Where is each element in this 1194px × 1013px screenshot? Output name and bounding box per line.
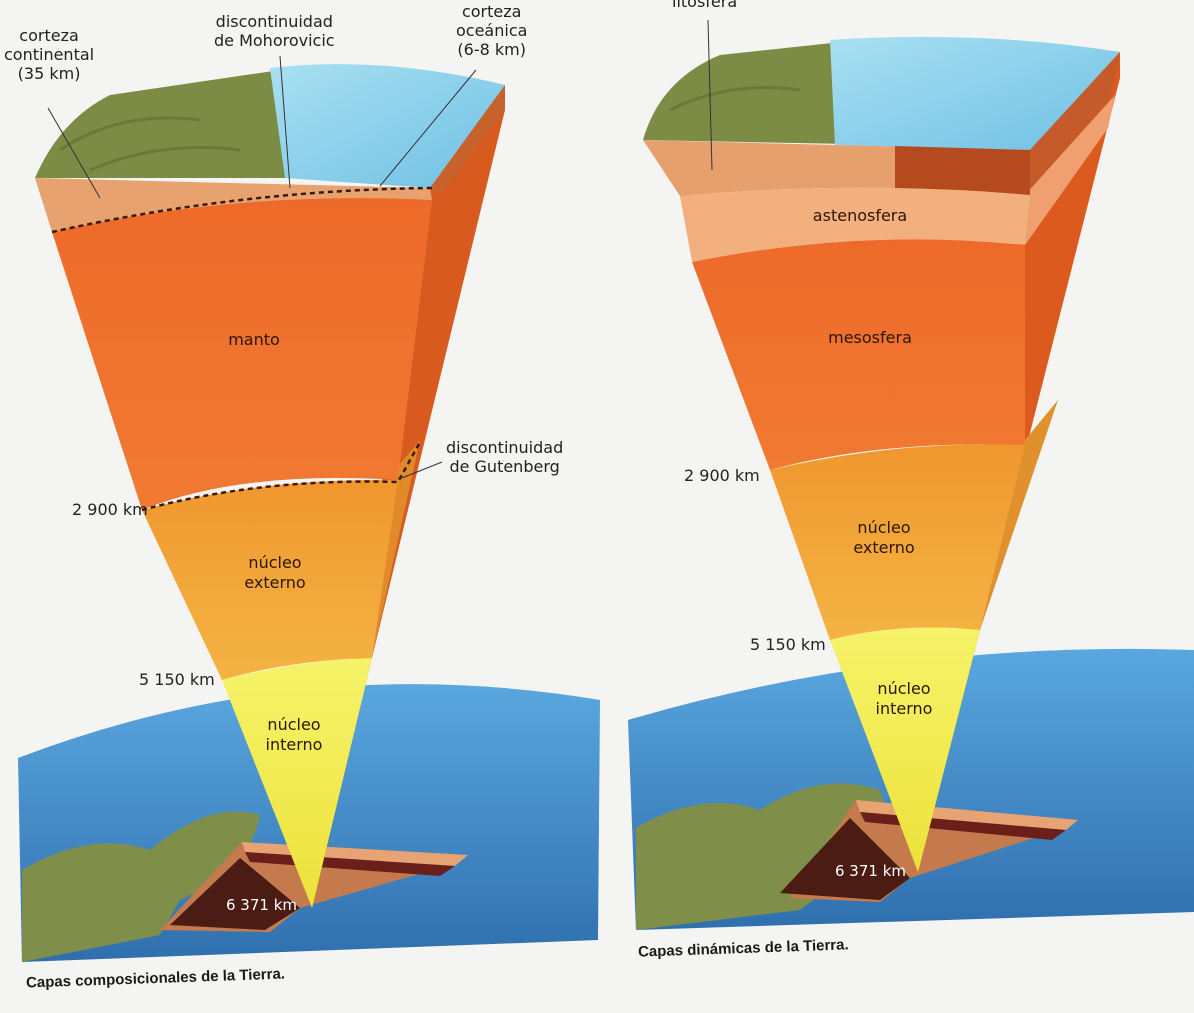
- label-nucleo-interno-right: núcleo interno: [875, 679, 933, 718]
- depth-6371-right: 6 371 km: [835, 862, 907, 880]
- label-astenosfera: astenosfera: [812, 206, 908, 225]
- label-litosfera: litosfera: [672, 0, 738, 11]
- right-cone: [643, 19, 1120, 872]
- label-manto: manto: [228, 330, 280, 349]
- label-nucleo-externo-right: núcleo externo: [853, 518, 915, 557]
- label-corteza-continental: corteza continental (35 km): [4, 26, 95, 83]
- left-cone: [35, 55, 505, 908]
- depth-6371-left: 6 371 km: [226, 896, 298, 914]
- depth-2900-right: 2 900 km: [684, 466, 760, 485]
- depth-2900-left: 2 900 km: [72, 500, 148, 519]
- depth-5150-left: 5 150 km: [139, 670, 215, 689]
- label-nucleo-interno-left: núcleo interno: [265, 715, 323, 754]
- label-corteza-oceanica: corteza oceánica (6-8 km): [456, 2, 528, 59]
- depth-5150-right: 5 150 km: [750, 635, 826, 654]
- label-nucleo-externo-left: núcleo externo: [244, 553, 306, 592]
- label-mesosfera: mesosfera: [828, 328, 912, 347]
- label-mohorovicic: discontinuidad de Mohorovicic: [214, 12, 335, 50]
- label-gutenberg: discontinuidad de Gutenberg: [446, 438, 564, 476]
